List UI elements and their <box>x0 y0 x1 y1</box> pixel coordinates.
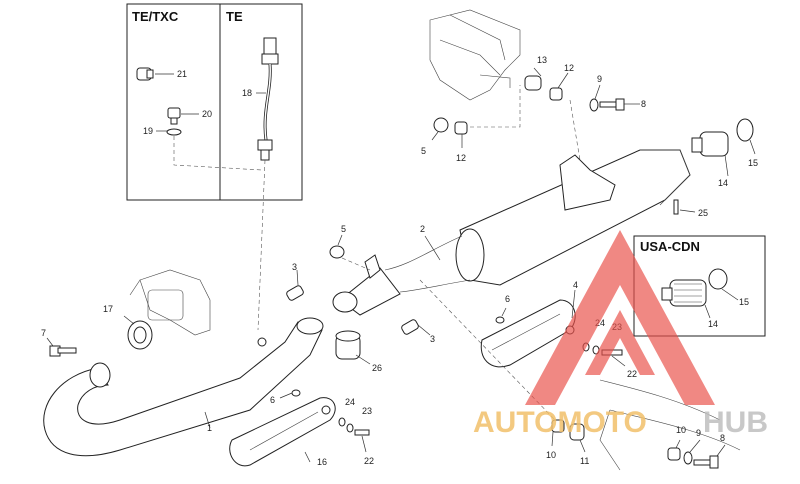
bushing-5-middle <box>329 234 345 259</box>
label-5-middle: 5 <box>341 224 346 234</box>
spring-3-right <box>401 319 431 336</box>
leader-mid <box>341 257 371 271</box>
label-3-right: 3 <box>430 334 435 344</box>
label-17: 17 <box>103 304 113 314</box>
lambda-sensor-18 <box>256 37 279 161</box>
label-6-left: 6 <box>270 395 275 405</box>
label-26: 26 <box>372 363 382 373</box>
label-10-left: 10 <box>546 450 556 460</box>
label-7: 7 <box>41 328 46 338</box>
heat-shield-small-parts <box>279 389 370 453</box>
leader-te-txc <box>173 136 263 171</box>
label-12-lower: 12 <box>456 153 466 163</box>
label-1: 1 <box>207 423 212 433</box>
label-5-upper: 5 <box>421 146 426 156</box>
label-22-left: 22 <box>364 456 374 466</box>
label-19: 19 <box>143 126 153 136</box>
label-8-upper: 8 <box>641 99 646 109</box>
label-18: 18 <box>242 88 252 98</box>
inset-title-usa-cdn: USA-CDN <box>640 239 700 254</box>
label-9-lower: 9 <box>696 428 701 438</box>
rubber-bushing-13 <box>524 67 542 91</box>
label-15-upper: 15 <box>748 158 758 168</box>
spacer-12-upper <box>549 72 569 101</box>
plug-21 <box>136 67 174 81</box>
label-6-right: 6 <box>505 294 510 304</box>
label-20: 20 <box>202 109 212 119</box>
washer-19 <box>156 128 182 136</box>
gasket-15-usa <box>708 268 739 301</box>
leader-sensor <box>257 159 266 331</box>
inset-title-te: TE <box>226 9 243 24</box>
rubber-bushings-lower <box>551 419 586 453</box>
gasket-15-upper <box>736 118 756 155</box>
clamp-26 <box>335 330 371 365</box>
label-24-right: 24 <box>595 318 605 328</box>
inset-box-te-txc <box>126 3 303 201</box>
spark-arrester-14-usa <box>661 279 711 319</box>
sensor-plug-20 <box>167 107 199 125</box>
leader-bracket <box>569 99 581 161</box>
header-pipe-1 <box>43 317 324 457</box>
spring-3-left <box>286 269 304 301</box>
label-13: 13 <box>537 55 547 65</box>
bushing-5-upper <box>431 117 449 141</box>
heat-shield-16 <box>229 397 336 467</box>
watermark-text-automoto: AUTOMOTO <box>473 406 647 439</box>
frame-section <box>429 9 521 101</box>
label-14-upper: 14 <box>718 178 728 188</box>
end-cap-14-upper <box>691 131 729 177</box>
bolt-7 <box>46 337 77 357</box>
label-10-right: 10 <box>676 425 686 435</box>
bolt-8-upper <box>599 98 640 111</box>
label-22-right: 22 <box>627 369 637 379</box>
label-23-left: 23 <box>362 406 372 416</box>
label-14-usa: 14 <box>708 319 718 329</box>
watermark-logo: AUTOMOTO HUB <box>473 230 768 439</box>
watermark-text-hub: HUB <box>703 406 768 439</box>
watermark-triangle-inner <box>585 310 655 375</box>
label-12-upper: 12 <box>564 63 574 73</box>
exhaust-gasket-17 <box>123 315 153 350</box>
label-3-left: 3 <box>292 262 297 272</box>
silencer-2 <box>332 149 691 316</box>
label-8-lower: 8 <box>720 433 725 443</box>
washer-9-upper <box>589 84 601 112</box>
label-15-usa: 15 <box>739 297 749 307</box>
label-11: 11 <box>580 456 589 466</box>
swingarm-section <box>599 379 741 471</box>
screw-25 <box>673 199 696 215</box>
label-25: 25 <box>698 208 708 218</box>
label-16: 16 <box>317 457 327 467</box>
label-24-left: 24 <box>345 397 355 407</box>
part-labels: 21 20 19 18 13 12 9 8 5 12 15 14 25 2 5 … <box>41 55 758 467</box>
inset-title-te-txc: TE/TXC <box>132 9 179 24</box>
leader-frame <box>470 85 521 128</box>
label-9-upper: 9 <box>597 74 602 84</box>
label-4: 4 <box>573 280 578 290</box>
spacer-12-lower <box>454 121 468 148</box>
label-21: 21 <box>177 69 187 79</box>
cylinder-head-section <box>129 269 211 336</box>
watermark-triangle-outer <box>525 230 715 405</box>
label-2: 2 <box>420 224 425 234</box>
bolt-8-lower-assembly <box>667 439 726 469</box>
